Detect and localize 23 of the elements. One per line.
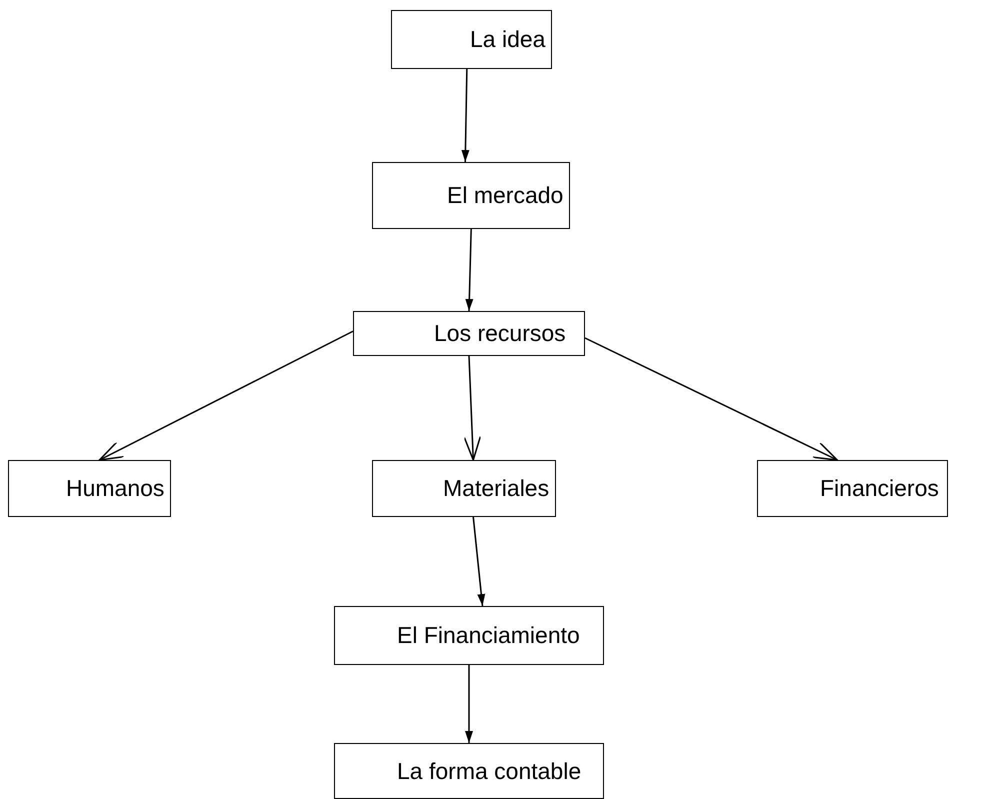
- process-box: [372, 162, 570, 229]
- arrow: [464, 356, 482, 461]
- box-label: La forma contable: [397, 758, 582, 784]
- box-label: Materiales: [443, 475, 550, 502]
- arrow: [461, 68, 470, 162]
- box-label: Humanos: [66, 475, 164, 502]
- arrow: [98, 330, 354, 461]
- process-box: [391, 10, 552, 69]
- box-label: Financieros: [820, 475, 939, 502]
- arrow: [584, 337, 838, 461]
- arrow: [465, 228, 474, 312]
- process-box: [353, 311, 585, 356]
- process-box: [334, 743, 604, 799]
- arrow: [472, 516, 486, 606]
- arrow: [465, 665, 473, 743]
- box-label: La idea: [470, 26, 546, 53]
- process-box: [372, 460, 556, 517]
- box-label: El Financiamiento: [397, 622, 580, 649]
- process-box: [8, 460, 172, 517]
- box-label: El mercado: [447, 182, 564, 209]
- box-label: Los recursos: [434, 320, 566, 347]
- process-box: [334, 606, 604, 665]
- process-box: [757, 460, 948, 517]
